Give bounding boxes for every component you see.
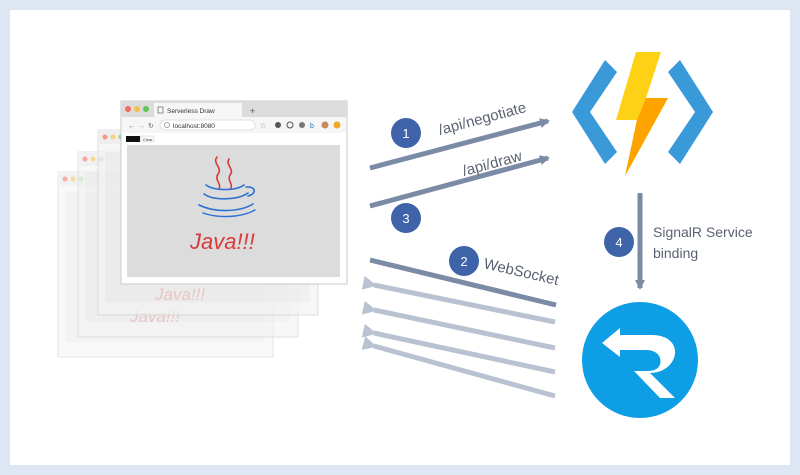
draw-arrow — [369, 155, 550, 209]
step-1-number: 1 — [402, 126, 409, 141]
step-3: 3 /api/draw — [391, 148, 524, 233]
functions-right-bracket — [668, 60, 713, 164]
close-window-icon[interactable] — [125, 106, 131, 112]
broadcast-arrow-3 — [361, 323, 556, 375]
broadcast-arrow-2 — [361, 300, 556, 351]
signalr-r-shape — [618, 335, 676, 398]
step-4-badge — [604, 227, 634, 257]
diagram-canvas: Java!!! Java!!! Serverless Draw + ← — [10, 10, 790, 465]
functions-left-bracket — [572, 60, 617, 164]
step-4-label-line-1: SignalR Service — [653, 224, 753, 240]
maximize-window-icon[interactable] — [143, 106, 149, 112]
new-tab-button[interactable]: + — [250, 106, 255, 116]
broadcast-arrows — [361, 275, 556, 399]
step-1-badge — [391, 118, 421, 148]
reload-icon[interactable]: ↻ — [148, 123, 154, 130]
page-icon — [157, 106, 164, 114]
step-1: 1 /api/negotiate — [391, 99, 528, 148]
broadcast-arrow-4 — [361, 336, 556, 399]
ghost-drawing-text-1: Java!!! — [154, 285, 205, 304]
lightning-bolt-shade — [625, 98, 668, 176]
tab-title: Serverless Draw — [167, 108, 215, 115]
browser-stack: Java!!! Java!!! Serverless Draw + ← — [57, 100, 348, 358]
back-arrow-icon[interactable]: ← — [128, 123, 135, 130]
step-2-number: 2 — [460, 254, 467, 269]
address-bar[interactable] — [159, 119, 256, 131]
bing-icon[interactable]: b — [310, 123, 314, 130]
profile-avatar[interactable] — [321, 121, 329, 129]
extension-icon-2[interactable] — [286, 121, 294, 129]
forward-arrow-icon[interactable]: → — [138, 123, 145, 130]
url-text: localhost:8080 — [173, 123, 215, 130]
azure-signalr-service-icon — [582, 302, 698, 418]
step-3-number: 3 — [402, 211, 409, 226]
step-4-number: 4 — [615, 235, 622, 250]
signalr-arrow-head — [602, 328, 620, 357]
browser-tab[interactable]: Serverless Draw — [154, 103, 242, 117]
drawing-canvas[interactable] — [127, 145, 340, 277]
java-logo-sketch — [198, 156, 256, 218]
request-arrows — [369, 118, 557, 308]
step-2-badge — [449, 246, 479, 276]
step-3-badge — [391, 203, 421, 233]
extension-icon-3[interactable] — [299, 122, 305, 128]
step-1-label: /api/negotiate — [437, 99, 528, 139]
step-4: 4 SignalR Service binding — [604, 224, 753, 261]
browser-window-main: Serverless Draw + ← → ↻ localhost:8080 ☆… — [120, 100, 348, 285]
broadcast-arrow-1 — [361, 275, 556, 325]
azure-functions-icon — [572, 52, 713, 176]
websocket-arrow — [369, 257, 557, 308]
star-icon[interactable]: ☆ — [260, 122, 266, 130]
minimize-window-icon[interactable] — [134, 106, 140, 112]
step-4-label-line-2: binding — [653, 245, 698, 261]
menu-badge-icon[interactable] — [333, 121, 341, 129]
clear-button-label: Clear — [143, 137, 153, 142]
drawing-text: Java!!! — [189, 229, 255, 254]
architecture-diagram: Java!!! Java!!! Serverless Draw + ← — [57, 52, 753, 418]
extension-icon-1[interactable] — [275, 122, 281, 128]
negotiate-arrow — [369, 118, 550, 171]
info-icon — [164, 122, 170, 128]
signalr-circle — [582, 302, 698, 418]
color-swatch[interactable] — [126, 136, 140, 142]
step-2-label: WebSocket — [482, 255, 561, 289]
clear-button[interactable] — [140, 135, 155, 143]
